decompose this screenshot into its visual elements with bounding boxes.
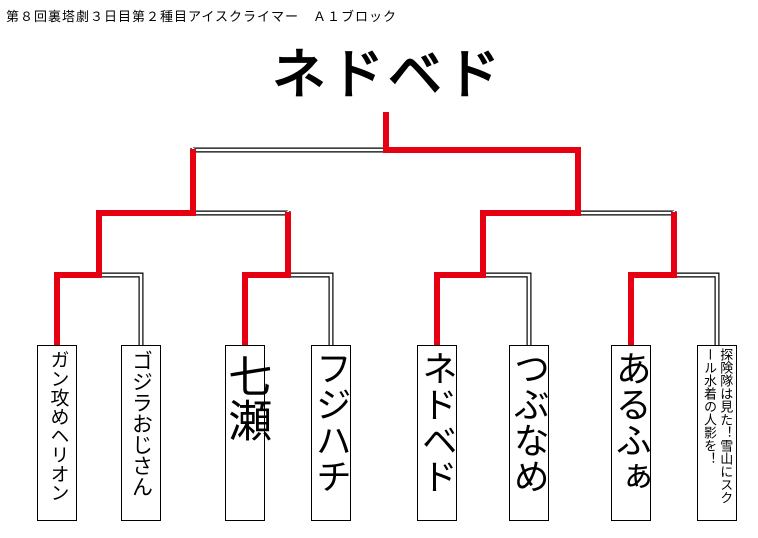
player-name-1: ガン攻めヘリオン	[47, 350, 69, 502]
player-box-3: 七瀬	[221, 345, 270, 521]
player-name-2: ゴジラおじさん	[129, 350, 153, 497]
round1-winner-path-nanase	[242, 212, 291, 345]
player-name-6: つぶなめ	[508, 350, 550, 494]
round1-winner-path-arufa	[628, 212, 677, 345]
champion-name: ネドベド	[272, 45, 504, 105]
player-box-2: ゴジラおじさん	[121, 345, 161, 521]
player-box-7: あるふぁ	[610, 345, 652, 521]
runnerup-winner-path	[54, 149, 196, 345]
player-box-5: ネドベド	[416, 345, 458, 521]
player-name-4: フジハチ	[310, 350, 352, 494]
player-name-3: 七瀬	[221, 354, 271, 442]
player-name-7: あるふぁ	[610, 350, 652, 494]
player-name-5: ネドベド	[416, 350, 458, 494]
player-box-4: フジハチ	[310, 345, 352, 521]
player-box-8: 探険隊は見た！雪山にスクール水着の人影を！	[697, 345, 737, 521]
champion-winner-path	[383, 112, 581, 345]
player-box-1: ガン攻めヘリオン	[37, 345, 77, 521]
player-name-8: 探険隊は見た！雪山にスクール水着の人影を！	[702, 348, 734, 504]
bracket-title: 第８回裏塔劇３日目第２種目アイスクライマー Ａ１ブロック	[6, 9, 397, 24]
player-box-6: つぶなめ	[508, 345, 550, 521]
